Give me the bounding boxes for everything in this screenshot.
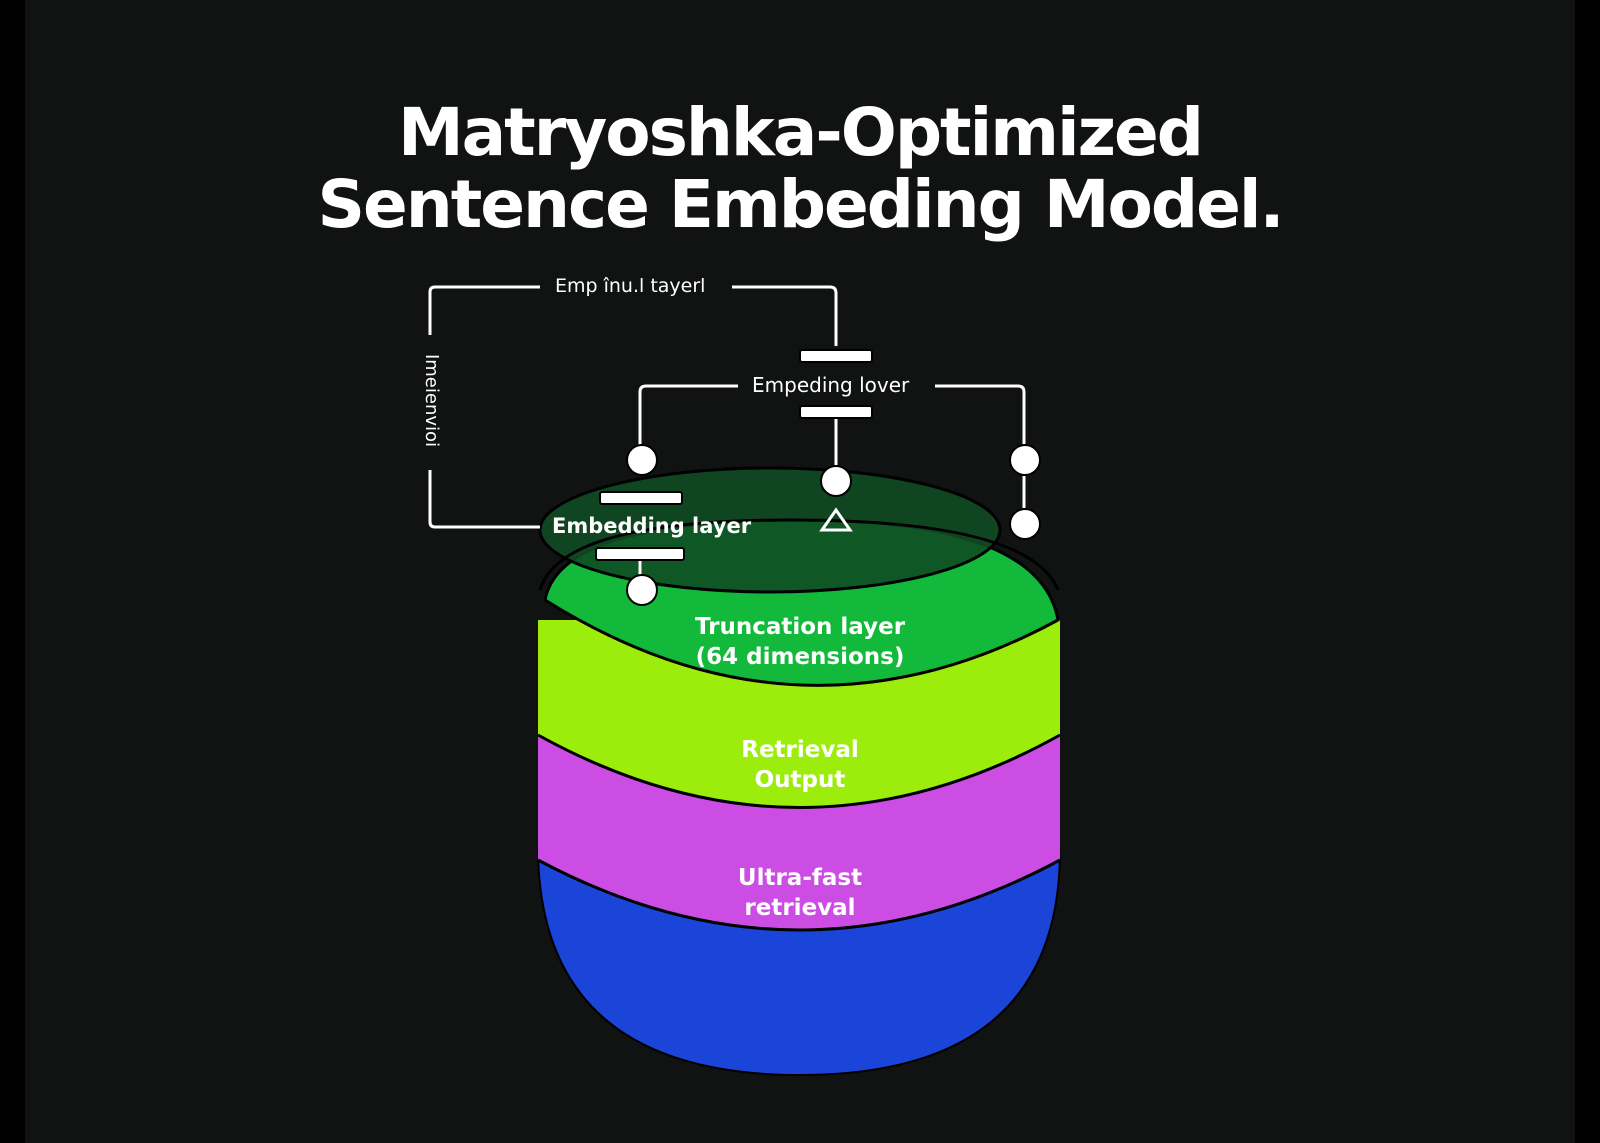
label-left: Embedding layer bbox=[552, 514, 752, 538]
node-circle bbox=[626, 444, 658, 476]
label-top: Emp înu.l tayerl bbox=[555, 275, 706, 297]
node-bar bbox=[799, 405, 873, 419]
node-bar bbox=[799, 349, 873, 363]
layer-label-truncation: Truncation layer (64 dimensions) bbox=[650, 612, 950, 672]
layer-label-line: Output bbox=[754, 767, 846, 793]
layer-label-ultrafast: Ultra-fast retrieval bbox=[650, 863, 950, 923]
triangle-icon bbox=[819, 507, 853, 532]
label-middle: Empeding lover bbox=[752, 373, 910, 397]
node-circle bbox=[1009, 444, 1041, 476]
layer-label-line: Truncation layer bbox=[694, 614, 906, 640]
node-circle bbox=[820, 465, 852, 497]
layer-label-line: Ultra-fast bbox=[737, 865, 863, 891]
node-circle bbox=[1009, 508, 1041, 540]
node-circle bbox=[626, 574, 658, 606]
layer-label-line: (64 dimensions) bbox=[695, 644, 905, 670]
title-line-1: Matryoshka-Optimized bbox=[397, 94, 1204, 171]
connector-lines bbox=[428, 285, 1026, 577]
title-line-2: Sentence Embeding Model. bbox=[317, 166, 1284, 243]
layer-label-retrieval: Retrieval Output bbox=[650, 735, 950, 795]
connector-nodes bbox=[595, 349, 1041, 606]
label-vertical: Imeienvioi bbox=[421, 353, 443, 448]
node-bar bbox=[595, 547, 685, 561]
layer-label-line: Retrieval bbox=[741, 737, 859, 763]
node-bar bbox=[599, 491, 683, 505]
layer-label-line: retrieval bbox=[744, 895, 856, 921]
